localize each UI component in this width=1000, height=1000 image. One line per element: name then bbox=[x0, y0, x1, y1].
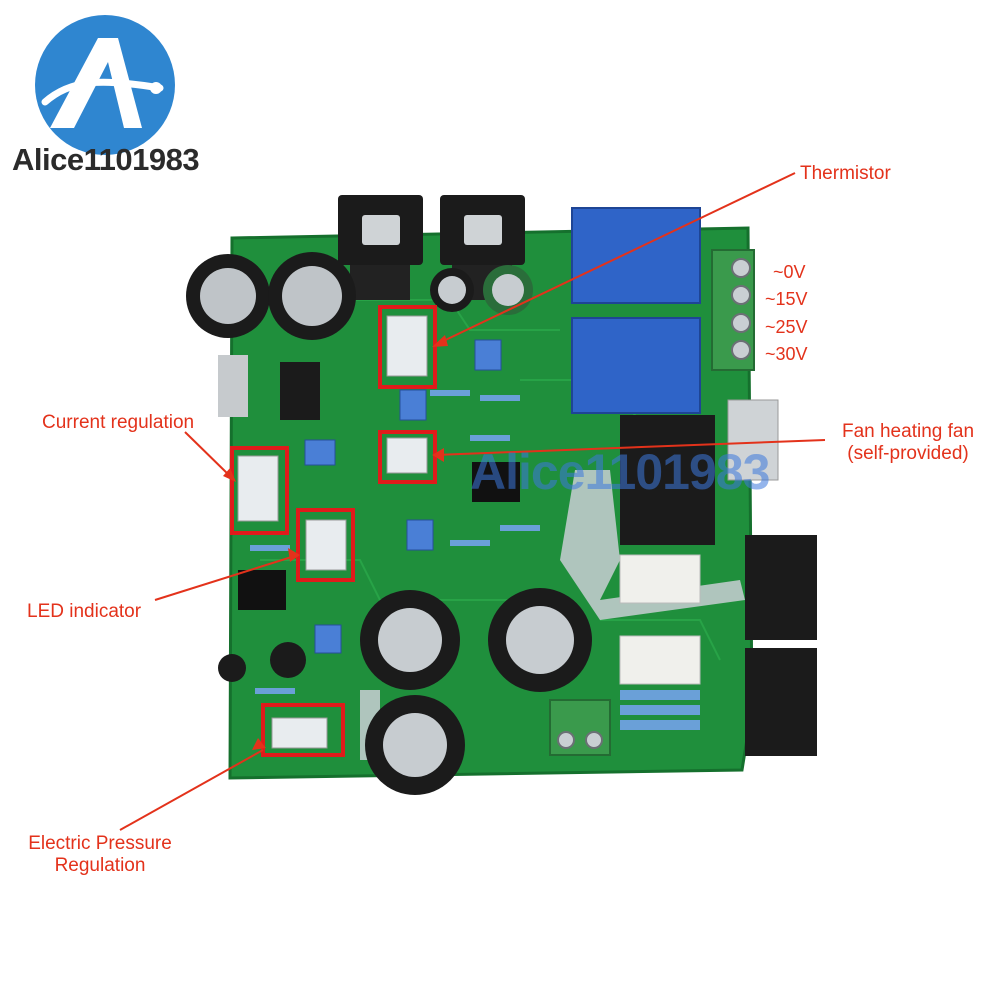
callout-pressure-line2: Regulation bbox=[54, 855, 146, 876]
callout-fan-line1: Fan heating fan bbox=[841, 421, 975, 442]
callout-pressure-line1: Electric Pressure bbox=[28, 833, 172, 854]
callout-led-indicator: LED indicator bbox=[27, 601, 142, 622]
terminal-label-30v: ~30V bbox=[765, 344, 808, 364]
brand-logo-icon bbox=[35, 15, 175, 155]
brand-name: Alice1101983 bbox=[12, 142, 200, 177]
terminal-label-15v: ~15V bbox=[765, 289, 808, 309]
watermark-text: Alice1101983 bbox=[470, 444, 770, 500]
terminal-label-25v: ~25V bbox=[765, 317, 808, 337]
callout-current-regulation: Current regulation bbox=[42, 412, 195, 433]
callout-fan-line2: (self-provided) bbox=[847, 443, 969, 464]
callout-pressure: Electric Pressure Regulation bbox=[10, 833, 190, 877]
terminal-label-0v: ~0V bbox=[773, 262, 806, 282]
callout-fan: Fan heating fan (self-provided) bbox=[828, 421, 988, 465]
callout-thermistor: Thermistor bbox=[800, 163, 891, 184]
